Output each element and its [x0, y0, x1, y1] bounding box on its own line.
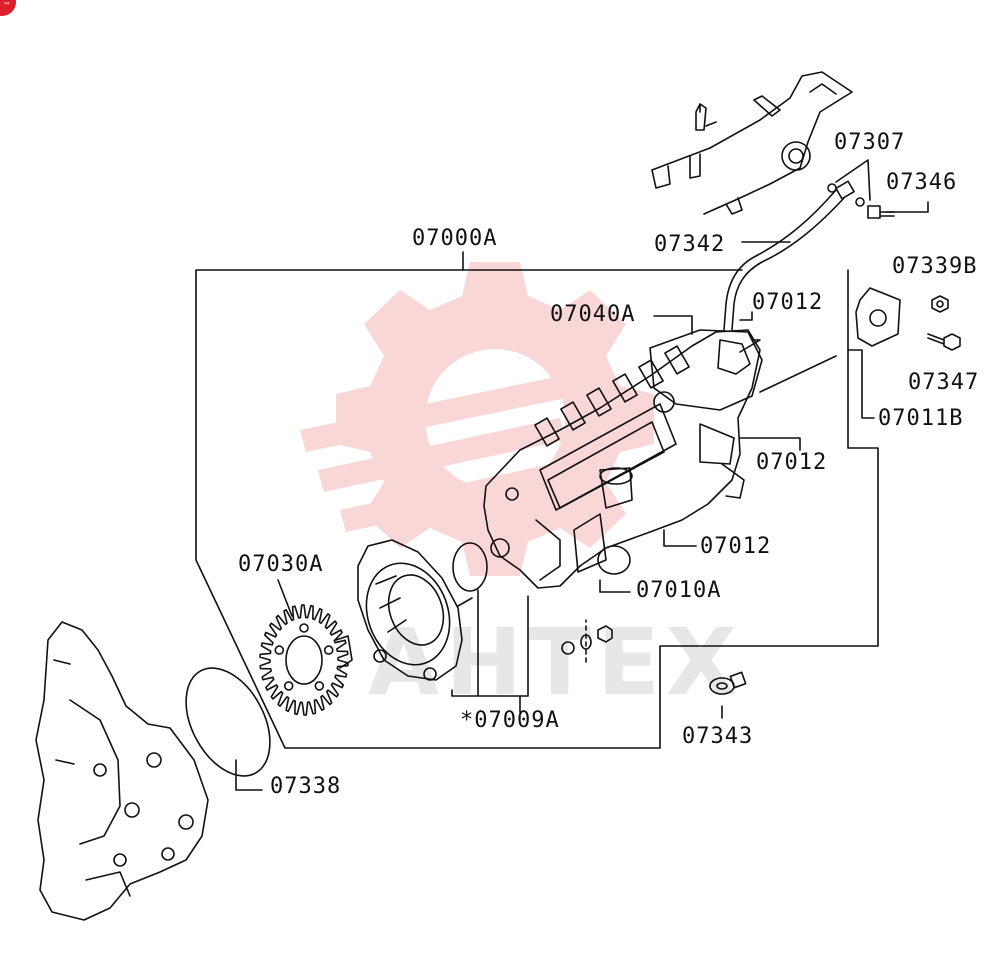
gear-hub — [285, 635, 323, 685]
nut-07339B — [931, 295, 949, 313]
label-07010A[interactable]: 07010A — [636, 578, 722, 603]
washer-07307a — [827, 183, 837, 193]
label-07012-low[interactable]: 07012 — [700, 534, 772, 559]
label-07343[interactable]: 07343 — [682, 724, 754, 749]
leader-lines — [235, 159, 929, 791]
gear-bolt-hole — [323, 645, 334, 655]
bolt-07347 — [927, 333, 961, 351]
label-07009A[interactable]: *07009A — [460, 708, 560, 733]
fuel-hose-07342 — [723, 180, 855, 331]
gear-bolt-hole — [314, 681, 325, 691]
gear-bolt-hole — [274, 645, 285, 655]
gear-boss — [335, 635, 353, 669]
drive-gear-07030A — [259, 604, 353, 716]
o-ring — [452, 542, 488, 592]
label-07011B[interactable]: 07011B — [878, 406, 964, 431]
watermark-text: AHTEX — [368, 609, 743, 716]
gear-bolt-hole — [299, 623, 309, 633]
gear-bolt-hole — [283, 681, 294, 691]
label-07012-mid[interactable]: 07012 — [756, 450, 828, 475]
bracket-07011B — [855, 287, 901, 347]
label-07307[interactable]: 07307 — [834, 130, 906, 155]
engine-front-case — [35, 621, 209, 921]
gasket-07338 — [185, 667, 271, 777]
label-07347[interactable]: 07347 — [908, 370, 980, 395]
intake-manifold-bracket — [651, 71, 853, 215]
gear-teeth — [259, 604, 349, 716]
label-07030A[interactable]: 07030A — [238, 552, 324, 577]
label-07339B[interactable]: 07339B — [892, 254, 978, 279]
assembly-07000A-outline — [195, 269, 879, 749]
watermark-gear-icon — [300, 262, 654, 576]
label-07000A[interactable]: 07000A — [412, 226, 498, 251]
label-07338[interactable]: 07338 — [270, 774, 342, 799]
washer-07307b — [855, 197, 865, 207]
drive-housing — [357, 539, 473, 681]
banjo-bolt-07343 — [709, 671, 747, 695]
label-07346[interactable]: 07346 — [886, 170, 958, 195]
label-07342[interactable]: 07342 — [654, 232, 726, 257]
label-07012-top[interactable]: 07012 — [752, 290, 824, 315]
label-07040A[interactable]: 07040A — [550, 302, 636, 327]
injection-pump-07010A — [483, 329, 763, 589]
